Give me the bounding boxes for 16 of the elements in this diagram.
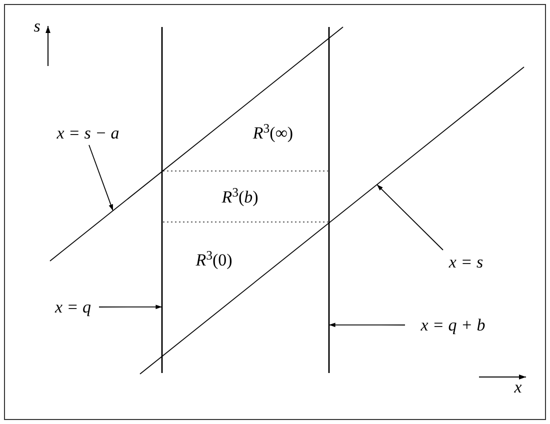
region-label: R$^{3}$(0)	[196, 252, 232, 268]
region-label: R$^{3}$(∞)	[252, 124, 294, 142]
line	[161, 27, 163, 373]
equation-label: x = q	[54, 298, 92, 316]
equation-label: x = s	[448, 254, 484, 270]
equation-label: x = q + b	[420, 316, 486, 334]
axis-label: x	[514, 378, 522, 396]
region-label: R$^{3}$(b)	[222, 188, 258, 206]
line	[140, 66, 524, 374]
leader-arrow	[88, 144, 114, 212]
leader-arrow	[98, 304, 162, 310]
leader-arrow	[376, 184, 444, 250]
leader-arrow	[328, 322, 406, 328]
equation-label: x = s − a	[56, 124, 120, 142]
axis-label: s	[34, 18, 40, 34]
line	[328, 27, 330, 373]
